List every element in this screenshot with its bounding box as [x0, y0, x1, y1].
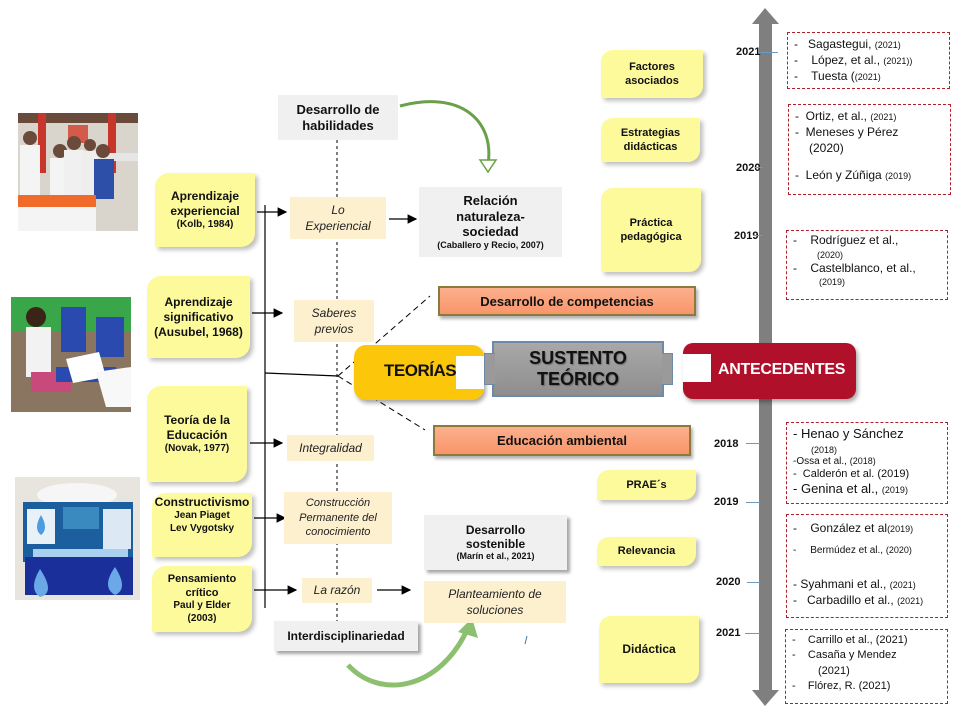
reference-item: - López, et al., (2021)) — [794, 53, 913, 68]
students-lab-photo — [18, 113, 138, 231]
tick-2020-bottom — [747, 582, 760, 583]
references-box-2021-bottom: - Carrillo et al., (2021) - Casaña y Men… — [785, 629, 948, 704]
concept-lo-experiencial: Lo Experiencial — [290, 197, 386, 239]
interdisciplinariedad-box: Interdisciplinariedad — [274, 621, 418, 651]
topic-factores-asociados: Factores asociados — [601, 50, 703, 98]
references-box-2019: - Rodríguez et al., (2020) - Castelblanc… — [786, 230, 948, 300]
reference-item: - Flórez, R. (2021) — [792, 680, 891, 693]
water-exhibit-image — [15, 477, 140, 600]
reference-item: -Ossa et al., (2018) — [793, 455, 876, 467]
theory-aprendizaje-significativo: Aprendizaje significativo (Ausubel, 1968… — [147, 276, 250, 358]
reference-item: - Calderón et al. (2019) — [793, 467, 910, 480]
teorias-notch — [456, 356, 484, 389]
references-box-2018-2019: - Henao y Sánchez (2018) -Ossa et al., (… — [786, 422, 948, 504]
green-curved-arrow-bottom — [346, 626, 471, 688]
theory-constructivismo: Constructivismo Jean Piaget Lev Vygotsky — [152, 493, 252, 557]
teorias-box: TEORÍAS — [354, 345, 484, 400]
reference-item: - Carrillo et al., (2021) — [792, 634, 908, 646]
reference-item: - González et al(2019) — [793, 521, 914, 535]
educacion-ambiental-bar: Educación ambiental — [433, 425, 691, 456]
dashed-to-ambiental — [337, 375, 426, 431]
antecedentes-notch — [683, 354, 711, 382]
tick-2021-top — [758, 52, 778, 53]
reference-item: (2021) — [818, 664, 850, 677]
topic-estrategias-didacticas: Estrategias didácticas — [601, 118, 700, 162]
sustento-left-tab — [484, 353, 495, 385]
green-arrowhead-top — [478, 159, 498, 174]
topic-relevancia: Relevancia — [597, 537, 696, 566]
dashed-to-competencias — [337, 295, 431, 377]
references-box-2019-2021: - González et al(2019) - Bermúdez et al.… — [786, 514, 948, 618]
concept-la-razon: La razón — [302, 578, 372, 603]
reference-item: - Meneses y Pérez — [795, 125, 899, 140]
reference-item: (2020) — [809, 141, 844, 156]
tick-2019-top — [753, 235, 763, 236]
student-reading-image — [11, 297, 131, 412]
year-2018-bottom: 2018 — [714, 438, 739, 450]
topic-didactica: Didáctica — [599, 616, 699, 683]
sustento-right-tab — [662, 353, 673, 385]
desarrollo-competencias-bar: Desarrollo de competencias — [438, 286, 696, 316]
references-box-2020: - Ortiz, et al., (2021) - Meneses y Pére… — [788, 104, 951, 195]
reference-item: - Ortiz, et al., (2021) — [795, 109, 897, 123]
tick-2019-bottom — [746, 502, 760, 503]
reference-item: - Syahmani et al., (2021) — [793, 576, 916, 591]
topic-practica-pedagogica: Práctica pedagógica — [601, 188, 701, 272]
reference-item: - Castelblanco, et al., — [793, 260, 916, 275]
year-2020-top: 2020 — [736, 162, 761, 174]
antecedentes-box: ANTECEDENTES — [683, 343, 856, 399]
reference-item: - Sagastegui, (2021) — [794, 37, 901, 51]
year-2021-top: 2021 — [736, 46, 761, 58]
reference-item: - Genina et al., (2019) — [793, 481, 908, 497]
reference-item: - Bermúdez et al., (2020) — [793, 545, 912, 557]
timeline-arrow-up — [752, 8, 779, 24]
year-2019-top: 2019 — [734, 230, 759, 242]
antecedentes-label: ANTECEDENTES — [718, 361, 846, 378]
spine-to-teorias-line — [264, 372, 339, 377]
reference-spacer — [795, 157, 944, 167]
year-2020-bottom: 2020 — [716, 576, 741, 588]
theory-teoria-educacion: Teoría de la Educación (Novak, 1977) — [147, 386, 247, 482]
tick-2018-bottom — [746, 443, 760, 444]
reference-year: (2018) — [811, 444, 838, 455]
concept-planteamiento-soluciones: Planteamiento de soluciones — [424, 581, 566, 623]
reference-year: (2019) — [819, 277, 846, 288]
reference-item: - Casaña y Mendez — [792, 649, 897, 662]
green-curved-arrow-top — [399, 100, 491, 166]
stray-mark — [524, 635, 528, 645]
reference-item: - León y Zúñiga (2019) — [795, 167, 912, 182]
timeline-arrow-down — [752, 690, 779, 706]
reference-item: - Henao y Sánchez — [793, 426, 904, 441]
reference-item: - Tuesta ((2021) — [794, 69, 881, 84]
tick-2020-top — [755, 167, 763, 168]
topic-praes: PRAE´s — [597, 470, 696, 500]
reference-item: - Rodríguez et al., — [793, 233, 899, 247]
desarrollo-sostenible-box: Desarrollo sostenible (Marín et al., 202… — [424, 515, 567, 570]
theory-aprendizaje-experiencial: Aprendizaje experiencial (Kolb, 1984) — [155, 173, 255, 247]
tick-2021-bottom — [745, 633, 760, 634]
theory-pensamiento-critico: Pensamiento crítico Paul y Elder (2003) — [152, 566, 252, 632]
desarrollo-habilidades-box: Desarrollo de habilidades — [278, 95, 398, 140]
relacion-naturaleza-sociedad-box: Relación naturaleza-sociedad (Caballero … — [419, 187, 562, 257]
students-lab-image — [18, 113, 138, 231]
student-reading-photo — [11, 297, 131, 412]
teorias-label: TEORÍAS — [384, 361, 457, 380]
sustento-teorico-box: SUSTENTO TEÓRICO — [492, 341, 664, 397]
concept-construccion-permanente: Construcción Permanente del conocimiento — [284, 492, 392, 544]
reference-item: - Carbadillo et al., (2021) — [793, 592, 924, 607]
references-box-2021: - Sagastegui, (2021) - López, et al., (2… — [787, 32, 950, 89]
reference-year: (2020) — [817, 249, 844, 260]
water-exhibit-photo — [15, 477, 140, 600]
concept-saberes-previos: Saberes previos — [294, 300, 374, 342]
concept-integralidad: Integralidad — [287, 435, 374, 461]
green-arrowhead-bottom — [458, 618, 478, 638]
year-2021-bottom: 2021 — [716, 627, 741, 639]
year-2019-bottom: 2019 — [714, 496, 739, 508]
